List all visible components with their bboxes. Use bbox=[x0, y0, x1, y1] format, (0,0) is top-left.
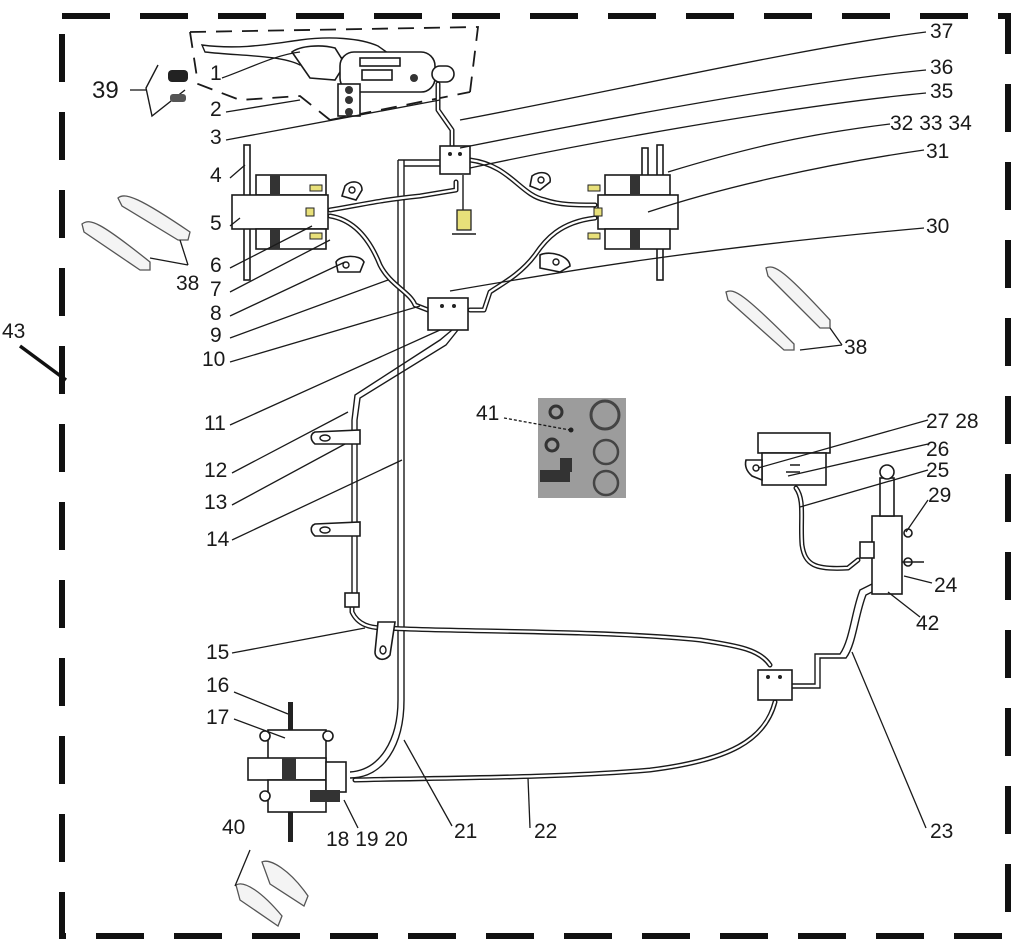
callout-10: 10 bbox=[202, 348, 225, 371]
callout-12: 12 bbox=[204, 459, 227, 482]
junction-block-top bbox=[439, 145, 476, 235]
callout-32-33-34: 32 33 34 bbox=[890, 112, 972, 135]
callout-16: 16 bbox=[206, 674, 229, 697]
seal-kit-photo bbox=[538, 398, 626, 498]
callout-11: 11 bbox=[204, 412, 226, 435]
callout-labels: 1 2 3 4 5 6 7 8 9 10 11 12 13 14 15 16 1… bbox=[2, 20, 979, 851]
front-right-caliper bbox=[587, 144, 679, 281]
junction-block-rear bbox=[757, 669, 793, 701]
brake-pads-front-right bbox=[725, 266, 831, 351]
brake-pads-front-left bbox=[81, 195, 191, 271]
callout-31: 31 bbox=[926, 140, 949, 163]
rear-master-cylinder bbox=[859, 464, 924, 595]
assembly-pointer-arrow bbox=[18, 344, 68, 382]
assembly-border bbox=[59, 13, 1011, 939]
brake-light-switch bbox=[145, 64, 188, 118]
junction-block-middle bbox=[427, 297, 469, 331]
master-cylinder-group-outline bbox=[189, 26, 480, 121]
callout-13: 13 bbox=[204, 491, 227, 514]
callout-39: 39 bbox=[92, 77, 119, 104]
callout-14: 14 bbox=[206, 528, 230, 551]
callout-4: 4 bbox=[210, 164, 222, 187]
callout-26: 26 bbox=[926, 438, 949, 461]
callout-18-19-20: 18 19 20 bbox=[326, 828, 408, 851]
callout-43: 43 bbox=[2, 320, 25, 343]
callout-36: 36 bbox=[930, 56, 953, 79]
callout-38-left: 38 bbox=[176, 272, 199, 295]
callout-21: 21 bbox=[454, 820, 477, 843]
callout-22: 22 bbox=[534, 820, 557, 843]
hose-clamps bbox=[310, 171, 571, 661]
callout-1: 1 bbox=[210, 62, 222, 85]
callout-9: 9 bbox=[210, 324, 222, 347]
callout-5: 5 bbox=[210, 212, 222, 235]
callout-24: 24 bbox=[934, 574, 958, 597]
callout-3: 3 bbox=[210, 126, 222, 149]
callout-2: 2 bbox=[210, 98, 222, 121]
brake-lines bbox=[327, 81, 877, 783]
front-master-cylinder bbox=[200, 37, 455, 117]
callout-8: 8 bbox=[210, 302, 222, 325]
callout-29: 29 bbox=[928, 484, 951, 507]
callout-30: 30 bbox=[926, 215, 949, 238]
callout-42: 42 bbox=[916, 612, 939, 635]
callout-41: 41 bbox=[476, 402, 499, 425]
leader-lines bbox=[130, 31, 933, 887]
callout-17: 17 bbox=[206, 706, 229, 729]
callout-7: 7 bbox=[210, 278, 222, 301]
callout-35: 35 bbox=[930, 80, 953, 103]
front-left-caliper bbox=[231, 144, 329, 281]
rear-caliper bbox=[247, 702, 347, 842]
callout-23: 23 bbox=[930, 820, 953, 843]
callout-37: 37 bbox=[930, 20, 953, 43]
callout-40: 40 bbox=[222, 816, 245, 839]
callout-38-right: 38 bbox=[844, 336, 867, 359]
callout-15: 15 bbox=[206, 641, 229, 664]
callout-25: 25 bbox=[926, 459, 949, 482]
callout-6: 6 bbox=[210, 254, 222, 277]
brake-pads-rear bbox=[235, 860, 309, 927]
callout-27-28: 27 28 bbox=[926, 410, 979, 433]
